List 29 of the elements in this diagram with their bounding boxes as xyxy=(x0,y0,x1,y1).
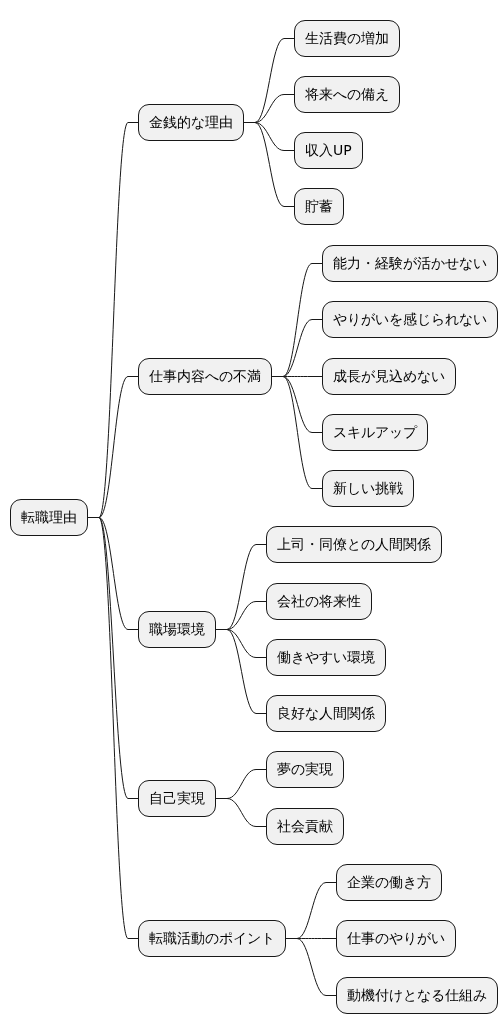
mindmap-node: 生活費の増加 xyxy=(294,20,400,57)
mindmap-node: 金銭的な理由 xyxy=(138,104,244,141)
mindmap-node: 貯蓄 xyxy=(294,188,344,225)
mindmap-node: 成長が見込めない xyxy=(322,358,456,395)
mindmap-node: 能力・経験が活かせない xyxy=(322,245,498,282)
mindmap-node: 上司・同僚との人間関係 xyxy=(266,526,442,563)
mindmap-node: 社会貢献 xyxy=(266,808,344,845)
mindmap-node: 収入UP xyxy=(294,132,363,169)
connector-line xyxy=(243,122,295,207)
mindmap-node: 職場環境 xyxy=(138,611,216,648)
connector-line xyxy=(271,376,323,489)
mindmap-node: 自己実現 xyxy=(138,780,216,817)
mindmap-node: 転職理由 xyxy=(10,499,88,536)
mindmap-node: 転職活動のポイント xyxy=(138,920,286,957)
mindmap-node: 企業の働き方 xyxy=(336,864,442,901)
mindmap-node: 良好な人間関係 xyxy=(266,695,386,732)
mindmap-node: 働きやすい環境 xyxy=(266,639,386,676)
mindmap-node: やりがいを感じられない xyxy=(322,301,498,338)
mindmap-node: 会社の将来性 xyxy=(266,583,372,620)
mindmap-node: 夢の実現 xyxy=(266,751,344,788)
mindmap-node: 将来への備え xyxy=(294,76,400,113)
mindmap-node: 動機付けとなる仕組み xyxy=(336,977,498,1014)
mindmap-node: 仕事内容への不満 xyxy=(138,358,272,395)
connector-line xyxy=(285,938,337,996)
connector-line xyxy=(215,629,267,714)
mindmap-node: 仕事のやりがい xyxy=(336,920,456,957)
mindmap-node: スキルアップ xyxy=(322,414,428,451)
mindmap-node: 新しい挑戦 xyxy=(322,470,414,507)
connector-line xyxy=(215,798,267,827)
